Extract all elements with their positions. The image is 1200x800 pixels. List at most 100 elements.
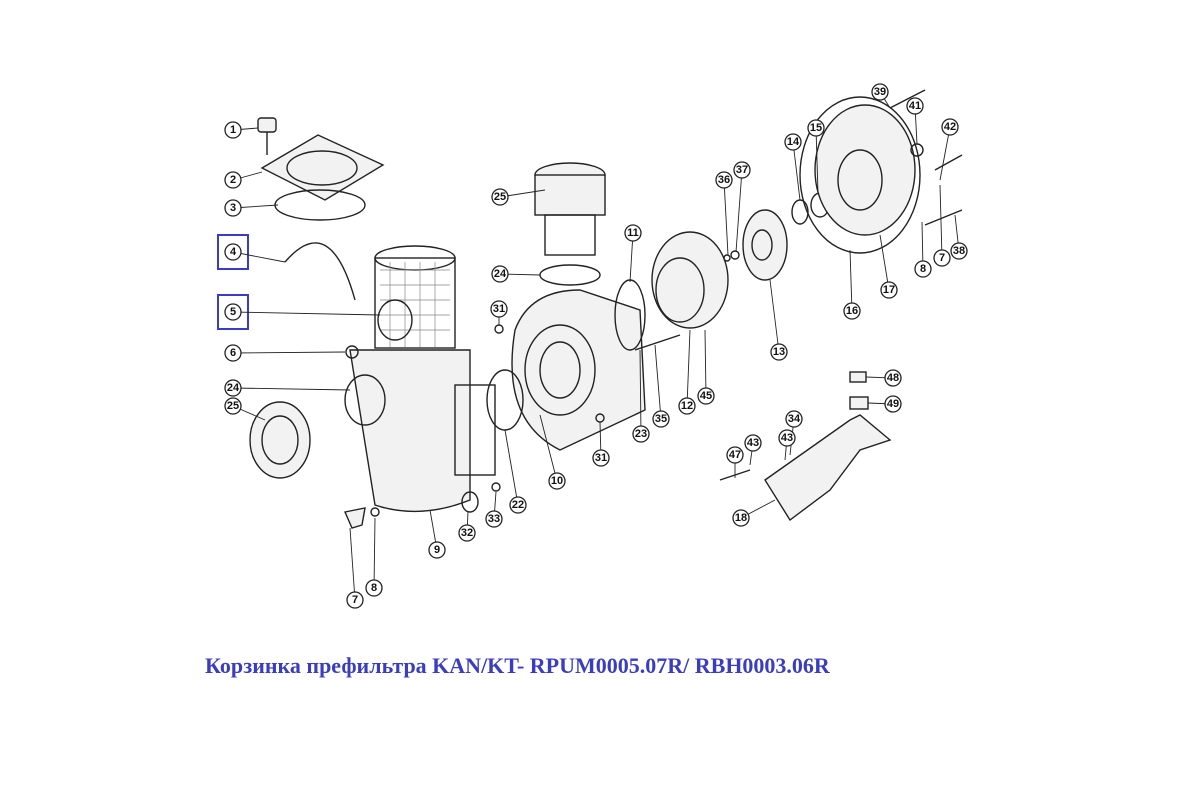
callout-circle	[785, 410, 803, 428]
callout-number: 42	[944, 121, 956, 133]
callout-circle	[548, 472, 566, 490]
callout-circle	[224, 379, 242, 397]
drain-plug	[344, 507, 380, 529]
callout-part-2: 2	[224, 171, 263, 189]
callout-part-9: 9	[428, 509, 446, 559]
callout-circle	[224, 303, 242, 321]
leader-line	[686, 329, 691, 407]
callout-part-39: 39	[871, 83, 891, 109]
callout-number: 2	[230, 174, 236, 186]
callout-circle	[346, 591, 364, 609]
callout-number: 16	[846, 305, 858, 317]
callout-part-34: 34	[785, 410, 803, 456]
callout-number: 5	[230, 306, 236, 318]
diagram-caption: Корзинка префильтра KAN/KT- RPUM0005.07R…	[205, 653, 830, 678]
callout-part-17: 17	[879, 234, 898, 299]
callout-part-8: 8	[365, 517, 383, 597]
callout-number: 6	[230, 347, 236, 359]
callout-part-5: 5	[224, 303, 381, 321]
callout-number: 3	[230, 202, 236, 214]
callout-circle	[428, 541, 446, 559]
callout-number: 24	[227, 382, 240, 394]
callout-number: 10	[551, 475, 563, 487]
motor-bracket	[764, 371, 892, 522]
callout-part-37: 37	[733, 161, 751, 253]
callout-circle	[365, 579, 383, 597]
callout-number: 47	[729, 449, 741, 461]
callout-circle	[770, 343, 788, 361]
callout-number: 1	[230, 124, 236, 136]
callout-number: 25	[494, 191, 506, 203]
callout-circle	[744, 434, 762, 452]
callout-part-31: 31	[592, 421, 610, 467]
callout-circle	[592, 449, 610, 467]
callout-number: 9	[434, 544, 440, 556]
leader-line	[349, 527, 356, 601]
callout-circle	[624, 224, 642, 242]
callout-part-13: 13	[769, 279, 788, 361]
lid	[260, 134, 385, 201]
callout-circle	[678, 397, 696, 415]
diffuser	[651, 231, 729, 329]
callout-number: 41	[909, 100, 921, 112]
leader-line	[792, 141, 801, 201]
leader-line	[654, 344, 662, 420]
callout-number: 24	[494, 268, 507, 280]
callout-number: 31	[493, 303, 505, 315]
leader-line	[769, 279, 780, 353]
callout-part-11: 11	[624, 224, 642, 283]
callout-part-43: 43	[778, 429, 796, 461]
callout-number: 23	[635, 428, 647, 440]
callout-number: 49	[887, 398, 899, 410]
callout-part-6: 6	[224, 344, 346, 362]
callout-number: 34	[788, 413, 801, 425]
callout-number: 18	[735, 512, 747, 524]
impeller	[742, 209, 788, 281]
callout-number: 4	[230, 246, 237, 258]
callout-number: 43	[781, 432, 793, 444]
callout-circle	[733, 161, 751, 179]
callout-part-45: 45	[697, 329, 715, 405]
callout-circle	[884, 369, 902, 387]
callout-part-41: 41	[906, 97, 924, 145]
callout-number: 8	[371, 582, 377, 594]
seal-plate	[799, 96, 921, 254]
callout-part-47: 47	[726, 446, 744, 478]
callout-number: 17	[883, 284, 895, 296]
callout-circle	[224, 397, 242, 415]
leader-line	[704, 329, 707, 397]
callout-number: 13	[773, 346, 785, 358]
callout-part-12: 12	[678, 329, 696, 415]
callout-part-35: 35	[652, 344, 670, 428]
lid-knob	[257, 117, 277, 155]
callout-number: 35	[655, 413, 667, 425]
callout-number: 39	[874, 86, 886, 98]
leader-line	[735, 169, 743, 253]
union-top	[534, 162, 606, 286]
callout-circle	[490, 300, 508, 318]
leader-line	[539, 414, 558, 482]
leader-line	[849, 249, 853, 312]
callout-part-25: 25	[491, 188, 546, 206]
callout-part-38: 38	[950, 214, 968, 260]
callout-part-3: 3	[224, 199, 279, 217]
strainer-housing	[349, 349, 496, 513]
callout-number: 7	[352, 594, 358, 606]
callout-part-31: 31	[490, 300, 508, 325]
callout-circle	[807, 119, 825, 137]
basket-handle	[284, 242, 356, 301]
callout-part-7: 7	[346, 527, 364, 609]
callout-number: 32	[461, 527, 473, 539]
callout-number: 33	[488, 513, 500, 525]
callout-circle	[715, 171, 733, 189]
highlight-box-part-4	[217, 234, 249, 270]
callout-number: 45	[700, 390, 712, 402]
callout-circle	[726, 446, 744, 464]
callout-circle	[732, 509, 750, 527]
strainer-basket	[374, 245, 456, 349]
callout-circle	[950, 242, 968, 260]
callout-part-14: 14	[784, 133, 802, 201]
callout-part-49: 49	[867, 395, 902, 413]
callout-part-43: 43	[744, 434, 762, 466]
callout-circle	[485, 510, 503, 528]
